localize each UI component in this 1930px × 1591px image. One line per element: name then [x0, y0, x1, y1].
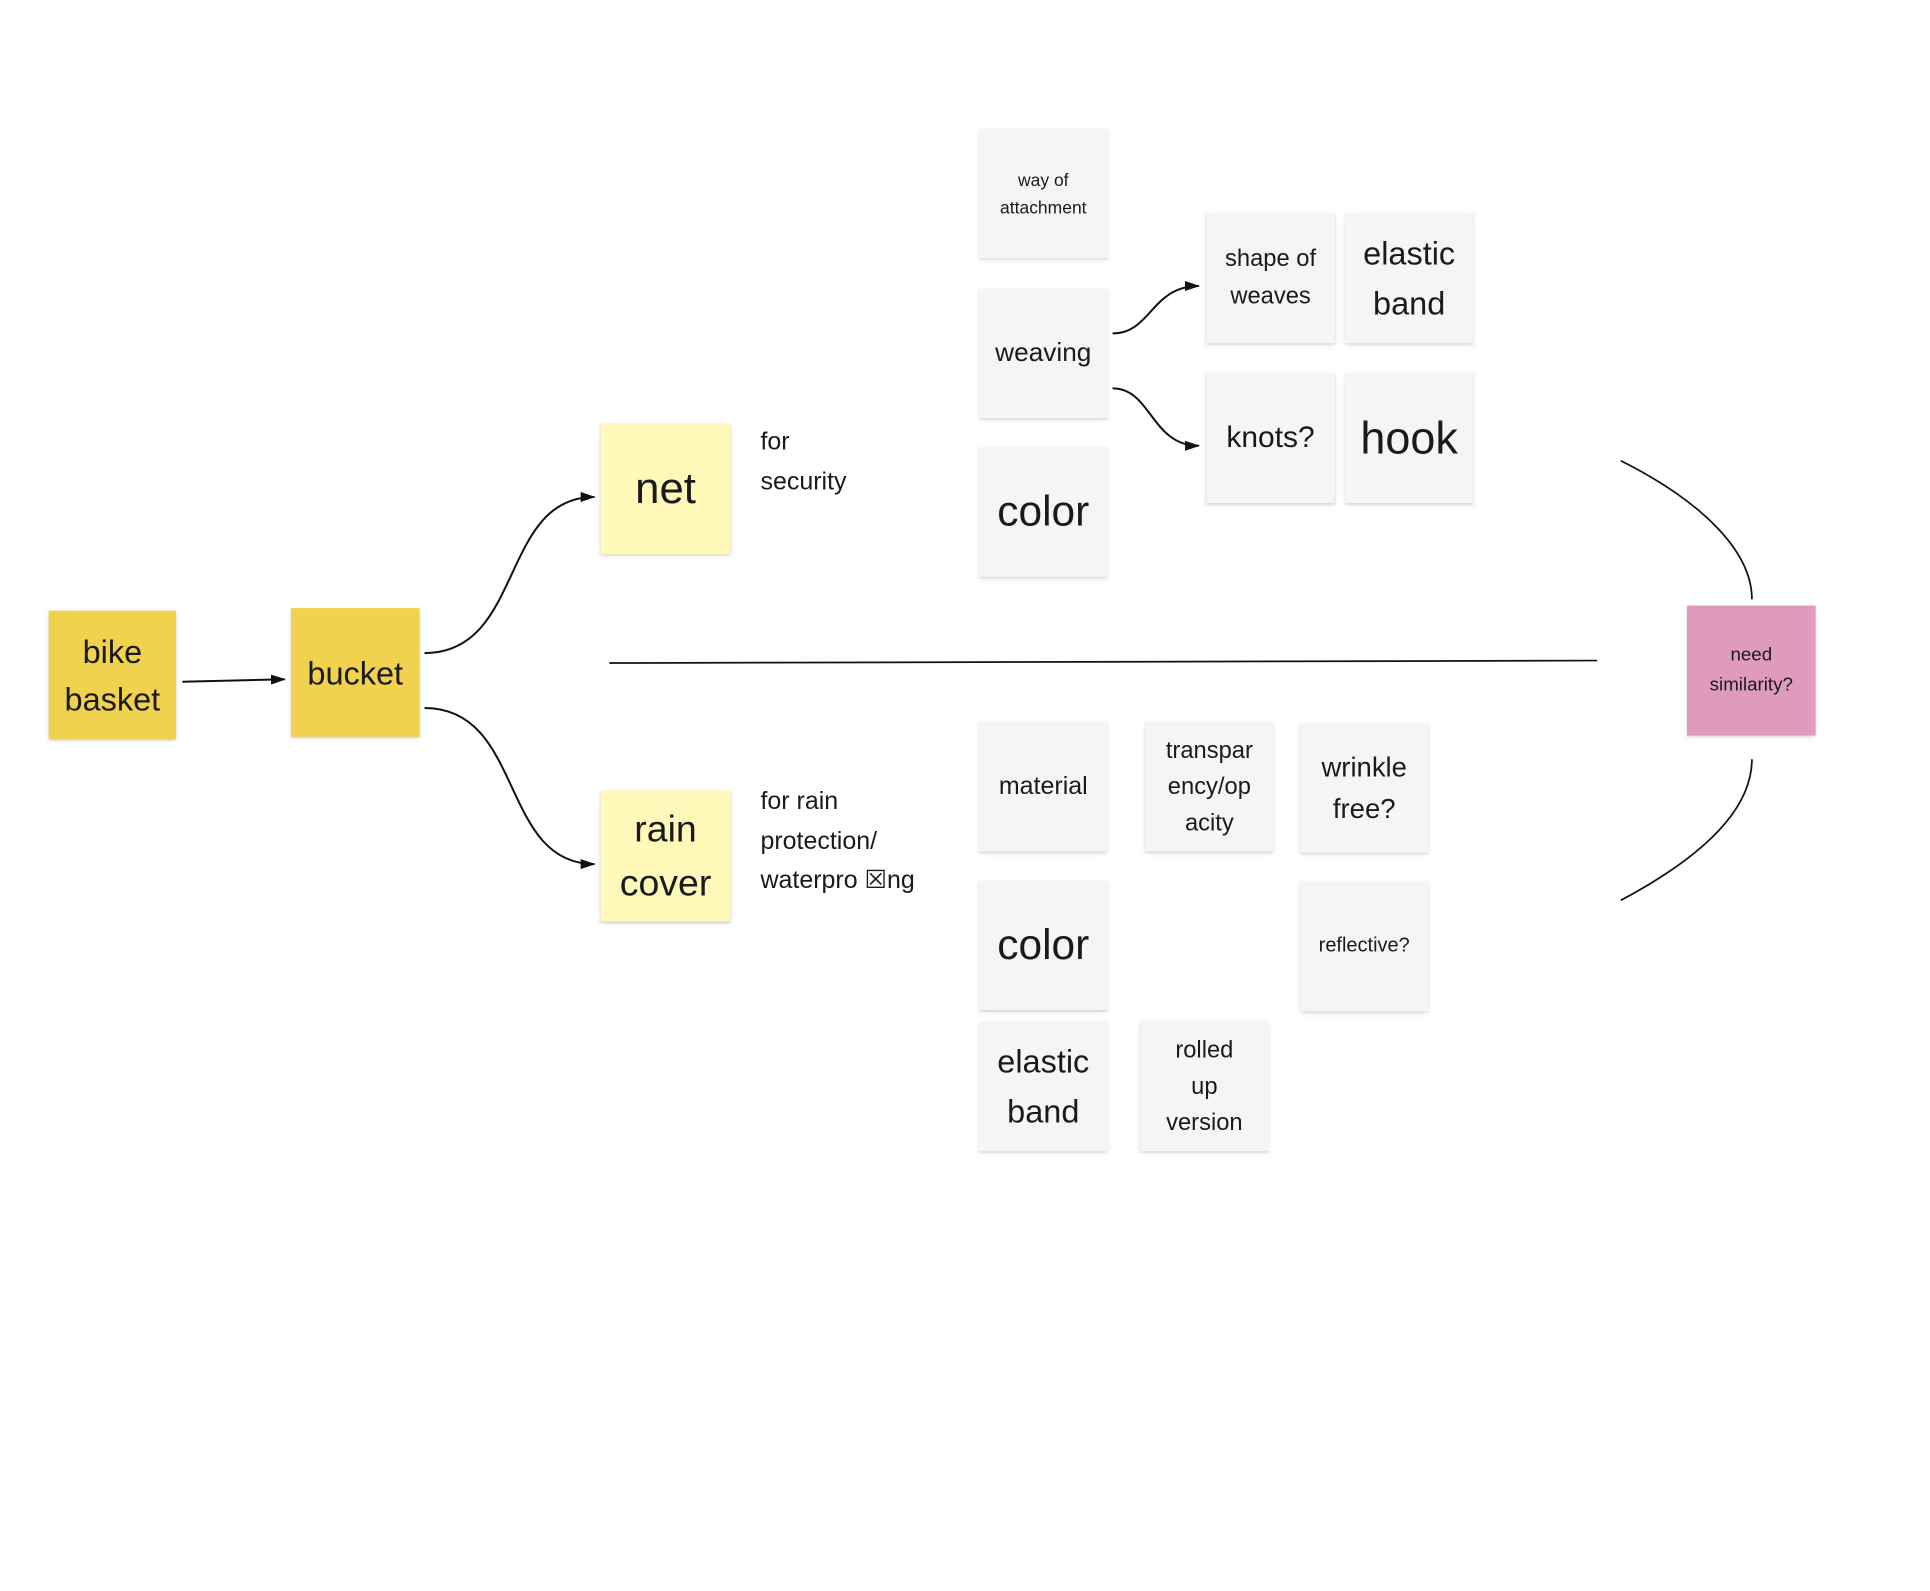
sticky-bike-basket-label: bike basket: [64, 632, 161, 718]
sticky-way-of-attachment[interactable]: way of attachment: [978, 128, 1108, 259]
sticky-knots-label: knots?: [1226, 420, 1315, 455]
sticky-need-similarity[interactable]: need similarity?: [1686, 605, 1816, 736]
sticky-knots[interactable]: knots?: [1206, 373, 1335, 504]
sticky-material-label: material: [998, 772, 1088, 801]
sticky-rain-cover-label: rain cover: [619, 808, 712, 904]
arrow-weaving-to-knots[interactable]: [1112, 387, 1201, 451]
sticky-net[interactable]: net: [600, 423, 731, 555]
sticky-rolled-up-version-label: rolled up version: [1166, 1037, 1243, 1136]
annotation-for-security: for security: [760, 428, 847, 496]
sticky-elastic-band-top[interactable]: elastic band: [1344, 213, 1474, 344]
sticky-transparency-opacity[interactable]: transpar ency/op acity: [1145, 721, 1274, 852]
arrow-weaving-to-shape-of-weaves[interactable]: [1112, 280, 1201, 335]
arrow-bucket-to-rain-cover[interactable]: [424, 707, 596, 870]
sticky-reflective-label: reflective?: [1318, 935, 1410, 957]
divider-line[interactable]: [609, 659, 1598, 664]
sticky-bucket-label: bucket: [307, 653, 404, 692]
sticky-rain-cover[interactable]: rain cover: [600, 790, 731, 922]
sticky-need-similarity-label: need similarity?: [1709, 644, 1793, 696]
sticky-color-top[interactable]: color: [978, 447, 1108, 577]
sticky-wrinkle-free-label: wrinkle free?: [1321, 751, 1407, 825]
sticky-color-bottom-label: color: [997, 921, 1090, 969]
sticky-bucket[interactable]: bucket: [290, 608, 420, 737]
annotation-for-rain-protection: for rain protection/ waterpro ☒ng: [760, 787, 915, 895]
sticky-color-bottom[interactable]: color: [978, 880, 1108, 1011]
curve-bottom-to-need-similarity[interactable]: [1620, 759, 1753, 902]
sticky-wrinkle-free[interactable]: wrinkle free?: [1299, 722, 1429, 853]
sticky-hook[interactable]: hook: [1344, 373, 1474, 504]
sticky-elastic-band-bottom-label: elastic band: [997, 1042, 1090, 1131]
sticky-shape-of-weaves[interactable]: shape of weaves: [1206, 213, 1335, 344]
connector-layer: [182, 280, 1753, 902]
arrow-bike-basket-to-bucket[interactable]: [182, 674, 286, 685]
sticky-hook-label: hook: [1360, 412, 1458, 464]
arrow-bucket-to-net[interactable]: [424, 492, 596, 655]
sticky-elastic-band-bottom[interactable]: elastic band: [978, 1021, 1108, 1152]
sticky-shape-of-weaves-label: shape of weaves: [1225, 245, 1317, 310]
sticky-elastic-band-top-label: elastic band: [1363, 234, 1456, 323]
sticky-rolled-up-version[interactable]: rolled up version: [1140, 1021, 1269, 1152]
curve-top-to-need-similarity[interactable]: [1620, 459, 1753, 600]
sticky-way-of-attachment-label: way of attachment: [1000, 169, 1087, 218]
sticky-bike-basket[interactable]: bike basket: [48, 610, 177, 740]
sticky-weaving[interactable]: weaving: [978, 288, 1108, 419]
sticky-transparency-opacity-label: transpar ency/op acity: [1165, 737, 1253, 837]
sticky-net-label: net: [635, 463, 696, 513]
sticky-weaving-label: weaving: [995, 338, 1092, 368]
sticky-reflective[interactable]: reflective?: [1299, 881, 1429, 1012]
sticky-material[interactable]: material: [978, 721, 1108, 852]
sticky-color-top-label: color: [997, 488, 1090, 536]
